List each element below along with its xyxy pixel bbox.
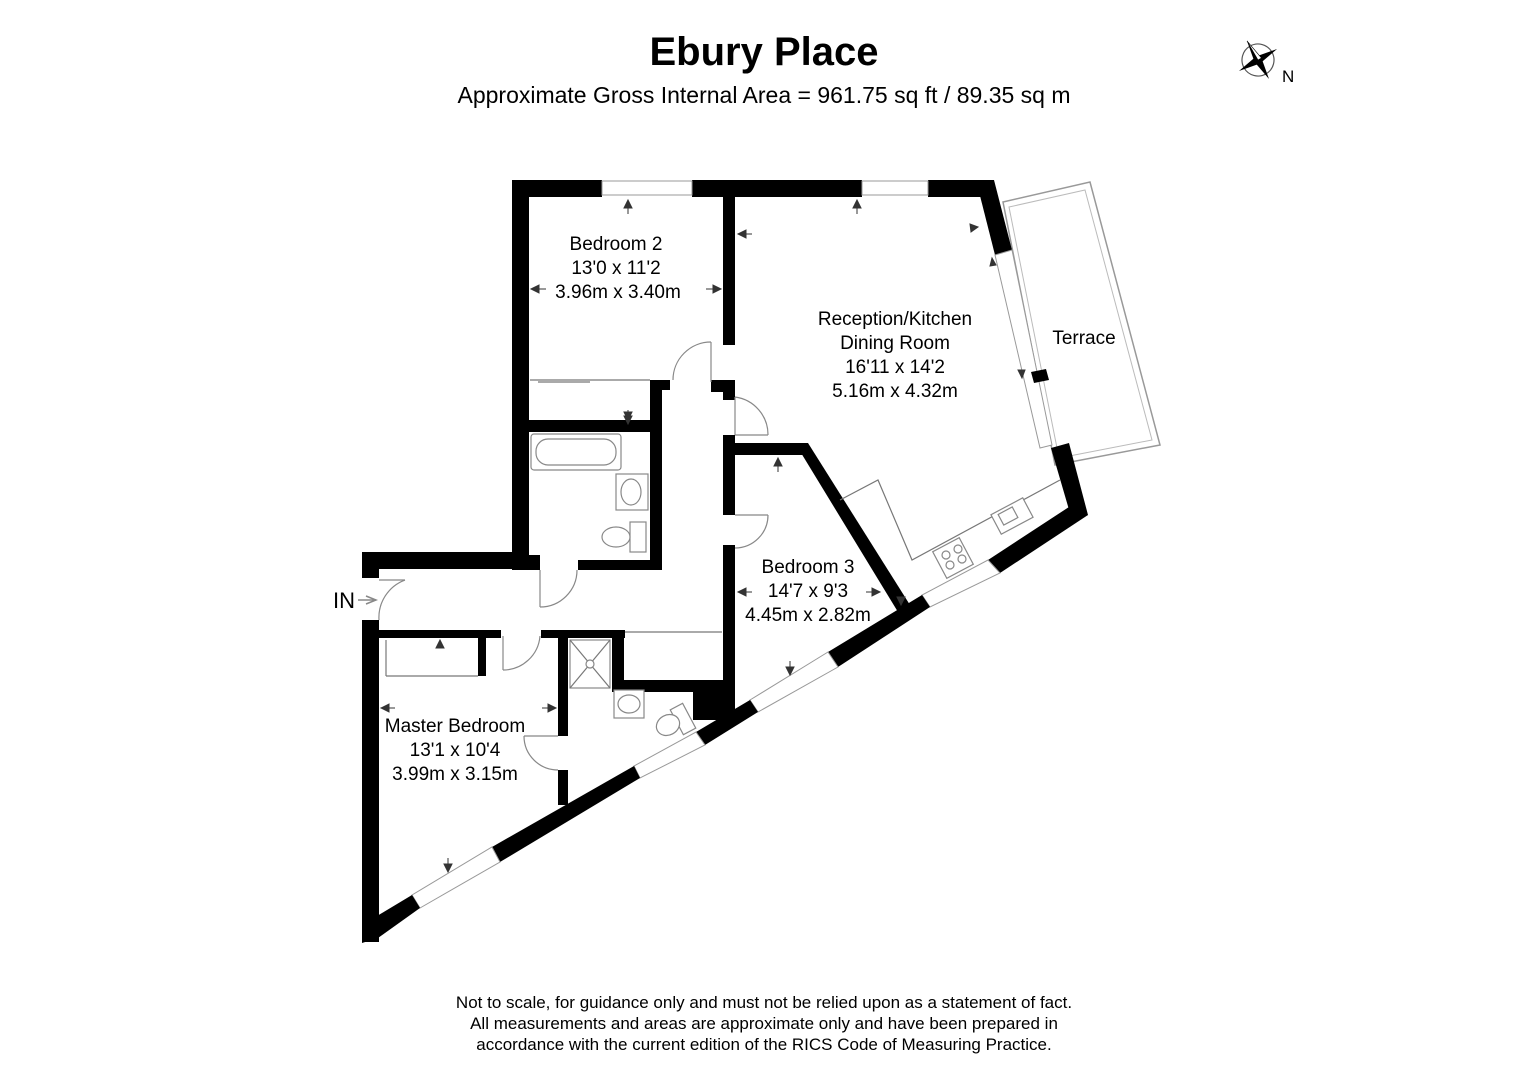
hob-icon (931, 536, 975, 580)
label-master-bedroom: Master Bedroom 13'1 x 10'4 3.99m x 3.15m (385, 716, 525, 785)
ensuite-fixtures (569, 639, 697, 737)
room-name: Master Bedroom (385, 716, 525, 737)
label-bedroom2: Bedroom 2 13'0 x 11'2 3.96m x 3.40m (555, 234, 681, 303)
sink-icon (990, 497, 1034, 535)
dimension-arrows (379, 198, 1026, 874)
room-name-line2: Dining Room (840, 333, 950, 354)
room-name: Reception/Kitchen (818, 309, 972, 330)
basin-icon (615, 473, 649, 511)
bathtub-icon (530, 433, 622, 471)
door-bedroom3 (734, 514, 769, 549)
exterior-walls (362, 180, 1088, 943)
entrance-label: IN (333, 588, 355, 613)
disclaimer: Not to scale, for guidance only and must… (0, 992, 1528, 1055)
room-metric: 5.16m x 4.32m (832, 381, 958, 402)
label-terrace: Terrace (1052, 328, 1115, 349)
door-master (502, 635, 541, 671)
door-bathroom (539, 569, 578, 608)
kitchen-fixtures (931, 497, 1034, 580)
plan-title: Ebury Place (649, 30, 879, 74)
room-imperial: 13'0 x 11'2 (571, 258, 660, 279)
room-name: Bedroom 3 (762, 557, 855, 578)
door-bedroom2 (672, 341, 712, 382)
interior-walls (379, 180, 910, 805)
toilet-icon (655, 702, 697, 737)
room-imperial: 13'1 x 10'4 (410, 740, 501, 761)
entrance-arrow-icon (358, 595, 379, 605)
disclaimer-line-3: accordance with the current edition of t… (476, 1035, 1052, 1054)
compass-icon (1238, 40, 1278, 80)
fittings (385, 379, 1061, 677)
room-metric: 3.96m x 3.40m (555, 282, 681, 303)
room-metric: 3.99m x 3.15m (392, 764, 518, 785)
shower-icon (569, 639, 611, 689)
doors (378, 341, 769, 771)
label-reception: Reception/Kitchen Dining Room 16'11 x 14… (818, 309, 972, 402)
gross-area: Approximate Gross Internal Area = 961.75… (457, 82, 1071, 108)
compass-north-label: N (1282, 67, 1294, 86)
bathroom-fixtures (530, 433, 649, 553)
room-imperial: 16'11 x 14'2 (845, 357, 945, 378)
label-bedroom3: Bedroom 3 14'7 x 9'3 4.45m x 2.82m (745, 557, 871, 626)
toilet-icon (601, 521, 647, 553)
disclaimer-line-2: All measurements and areas are approxima… (470, 1014, 1058, 1033)
door-ensuite (523, 735, 559, 771)
door-reception (734, 396, 769, 436)
room-metric: 4.45m x 2.82m (745, 605, 871, 626)
disclaimer-line-1: Not to scale, for guidance only and must… (455, 993, 1073, 1012)
basin-icon (613, 689, 645, 719)
front-door (378, 579, 406, 621)
room-imperial: 14'7 x 9'3 (768, 581, 848, 602)
room-name: Bedroom 2 (570, 234, 663, 255)
